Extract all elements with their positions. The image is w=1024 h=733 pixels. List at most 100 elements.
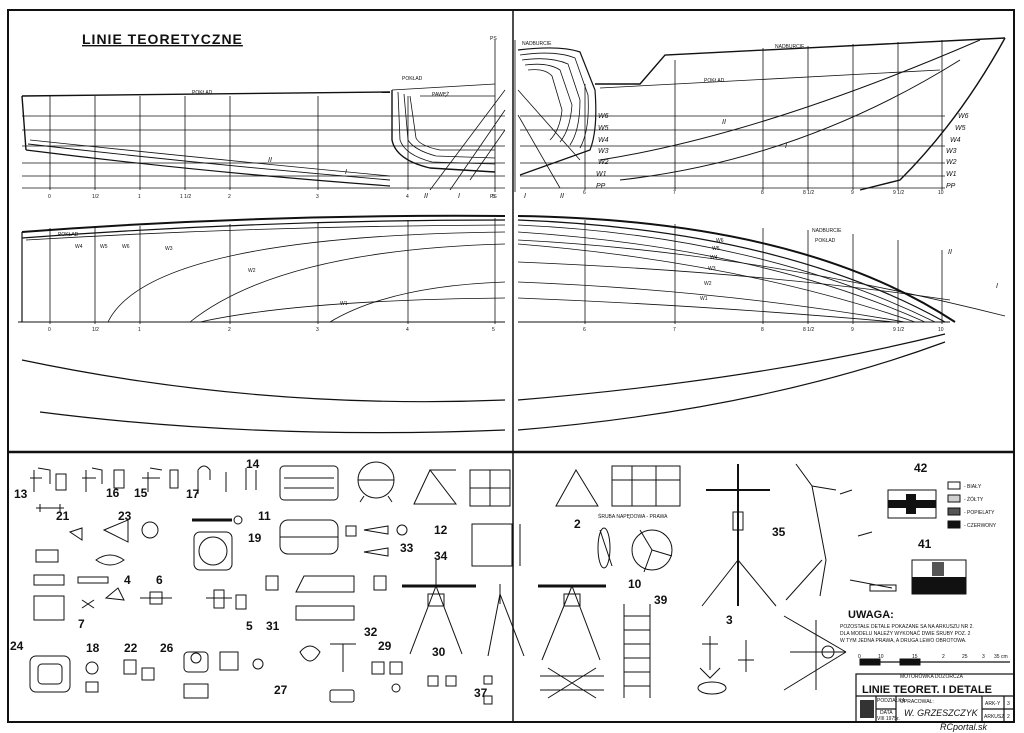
svg-text:W3: W3 [598,148,609,155]
svg-text:W1: W1 [946,171,957,178]
label-bow-buttock-ii: II [722,119,726,126]
svg-text:PP: PP [596,183,606,190]
part-numbers: 13 16 15 17 14 21 23 11 19 12 2 33 34 35… [10,457,932,700]
svg-text:27: 27 [274,683,288,697]
svg-text:W5: W5 [598,125,609,132]
svg-text:35 cm: 35 cm [994,654,1008,660]
svg-text:7: 7 [673,190,676,196]
svg-text:2: 2 [574,517,581,531]
svg-text:W4: W4 [598,137,609,144]
svg-text:W1: W1 [700,296,708,302]
uwaga-note: UWAGA: POZOSTAŁE DETALE POKAZANE SA NA A… [840,609,974,644]
svg-text:7: 7 [673,327,676,333]
svg-text:22: 22 [124,641,138,655]
svg-text:W2: W2 [704,281,712,287]
svg-text:31: 31 [266,619,280,633]
hb-label-nadburcie: NADBURCIE [812,228,842,234]
tb-arkusz-label: ARKUSZ [984,714,1004,720]
svg-text:14: 14 [246,457,260,471]
flag-41 [911,559,967,595]
svg-text:W5: W5 [712,246,720,252]
svg-text:8: 8 [761,327,764,333]
svg-text:I: I [524,193,526,200]
svg-text:1/2: 1/2 [92,327,99,333]
svg-text:25: 25 [962,654,968,660]
svg-text:- CZERWONY: - CZERWONY [964,523,997,529]
svg-text:8: 8 [761,190,764,196]
svg-text:W6: W6 [958,113,969,120]
tb-data-label: DATA [880,710,893,716]
svg-text:W5: W5 [100,244,108,250]
svg-text:9: 9 [851,190,854,196]
label-nadburcie-bow: NADBURCIE [775,44,805,50]
label-nadburcie-mid: NADBURCIE [522,41,552,47]
svg-text:W1: W1 [596,171,607,178]
svg-text:6: 6 [583,327,586,333]
svg-text:15: 15 [912,654,918,660]
svg-text:2: 2 [942,654,945,660]
svg-text:10: 10 [938,190,944,196]
svg-text:6: 6 [156,573,163,587]
svg-text:16: 16 [106,486,120,500]
svg-text:6: 6 [583,190,586,196]
svg-text:15: 15 [134,486,148,500]
hb-label-pokl-bow: POKŁAD [815,238,836,244]
svg-text:8 1/2: 8 1/2 [803,327,814,333]
svg-text:9 1/2: 9 1/2 [893,190,904,196]
hb-waterline-labels-right: W6 W5 W4 W3 W2 W1 [700,238,724,302]
svg-text:- POPIELATY: - POPIELATY [964,510,995,516]
svg-text:W2: W2 [598,159,609,166]
watermark: RCportal.sk [940,722,988,732]
label-bow-buttock-i: I [785,143,787,150]
svg-text:W6: W6 [598,113,609,120]
svg-text:35: 35 [772,525,786,539]
svg-text:13: 13 [14,487,28,501]
svg-text:W TYM JEDNA PRAWA, A DRUGA LEW: W TYM JEDNA PRAWA, A DRUGA LEWO OBROTOWA… [840,638,967,644]
svg-text:- ŻÓŁTY: - ŻÓŁTY [964,496,984,503]
svg-text:11: 11 [258,509,271,523]
propeller-label: ŚRUBA NAPĘDOWA - PRAWA [598,512,668,520]
tb-arkuszy-label: ARK-Y [985,701,1001,707]
svg-text:1 1/2: 1 1/2 [180,194,191,200]
svg-text:W3: W3 [708,266,716,272]
sheet-frame [7,9,1015,723]
svg-text:23: 23 [118,509,132,523]
tb-arkuszy-value: 3 [1007,701,1010,707]
svg-text:37: 37 [474,686,488,700]
svg-text:9: 9 [851,327,854,333]
svg-text:17: 17 [186,487,200,501]
hb-waterline-labels-left: W4 W5 W6 W3 W2 W1 [75,244,348,307]
svg-text:2: 2 [228,327,231,333]
svg-text:W4: W4 [950,137,961,144]
svg-text:10: 10 [938,327,944,333]
tb-main-title: LINIE TEORET. I DETALE [862,684,992,696]
label-pawez: PAWĘŻ [432,91,449,98]
color-legend: - BIAŁY - ŻÓŁTY - POPIELATY - CZERWONY [947,481,997,529]
svg-text:W2: W2 [248,268,256,274]
svg-text:UWAGA:: UWAGA: [848,609,894,621]
svg-text:W6: W6 [716,238,724,244]
svg-text:10: 10 [628,577,642,591]
svg-text:2: 2 [228,194,231,200]
label-pokl-bow: POKŁAD [704,78,725,84]
svg-text:39: 39 [654,593,668,607]
svg-text:II: II [560,193,564,200]
svg-text:PS: PS [490,36,497,42]
svg-text:7: 7 [78,617,85,631]
profile-station-labels-left: 0 1/2 1 1 1/2 2 3 4 5 [48,194,495,200]
label-pokl-mid: POKŁAD [402,76,423,82]
title-block-logo [860,700,874,718]
bodyplan-labels: PS II I PS I II [424,36,564,200]
svg-text:10: 10 [878,654,884,660]
svg-text:3: 3 [982,654,985,660]
hb-station-labels-right: 6 7 8 8 1/2 9 9 1/2 10 [583,327,944,333]
svg-text:4: 4 [406,194,409,200]
svg-text:W4: W4 [710,255,718,261]
svg-text:41: 41 [918,537,932,551]
svg-text:W3: W3 [165,246,173,252]
svg-text:24: 24 [10,639,24,653]
waterline-labels: W6 W5 W4 W3 W2 W1 PP W6 W5 W4 W3 W2 W1 P… [596,113,969,190]
svg-text:0: 0 [48,194,51,200]
svg-text:W5: W5 [955,125,966,132]
